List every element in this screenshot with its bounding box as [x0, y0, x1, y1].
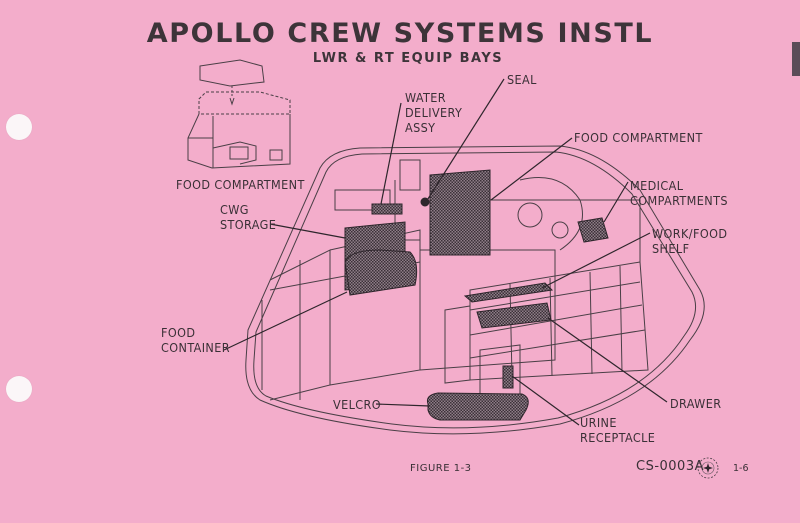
urine-receptacle-part [502, 365, 514, 389]
food-compartment-part [429, 169, 491, 256]
food-container-part [344, 249, 418, 296]
drawing-code: CS-0003A [636, 459, 704, 474]
label-urine-receptacle: URINE RECEPTACLE [580, 415, 656, 445]
label-food-compartment: FOOD COMPARTMENT [574, 130, 703, 145]
label-velcro: VELCRO [333, 397, 381, 412]
leader-food-compartment [490, 137, 573, 201]
leader-food-container [223, 291, 348, 351]
star-seal-icon [697, 457, 719, 479]
leader-water-delivery [380, 102, 402, 205]
label-water-delivery-assy: WATER DELIVERY ASSY [405, 90, 463, 135]
leader-urine-receptacle [511, 375, 580, 426]
label-food-compartment-inset: FOOD COMPARTMENT [176, 177, 305, 192]
medical-compartment-part [577, 217, 609, 243]
page-subtitle: LWR & RT EQUIP BAYS [312, 51, 504, 66]
leader-drawer [547, 317, 668, 403]
leader-work-food-shelf [541, 232, 651, 289]
leader-seal [425, 78, 505, 203]
binder-hole-bottom [6, 376, 32, 402]
label-medical-compartments: MEDICAL COMPARTMENTS [630, 178, 728, 208]
velcro-pad-part [427, 392, 529, 421]
leader-medical [603, 181, 629, 223]
label-food-container: FOOD CONTAINER [161, 325, 230, 355]
binder-hole-top [6, 114, 32, 140]
page-number: 1-6 [733, 463, 749, 474]
leader-cwg-storage [269, 223, 346, 239]
index-tab [792, 42, 800, 76]
capsule-shell [245, 145, 705, 435]
work-food-shelf-part [463, 282, 554, 303]
label-drawer: DRAWER [670, 396, 722, 411]
figure-caption: FIGURE 1-3 [410, 463, 472, 474]
label-cwg-storage: CWG STORAGE [220, 202, 277, 232]
leader-velcro [375, 403, 431, 407]
inset-food-compartment-drawing [187, 59, 291, 169]
page-title: APOLLO CREW SYSTEMS INSTL [146, 18, 654, 49]
label-work-food-shelf: WORK/FOOD SHELF [652, 226, 728, 256]
label-seal: SEAL [507, 72, 537, 87]
water-delivery-assy-part [371, 203, 403, 215]
